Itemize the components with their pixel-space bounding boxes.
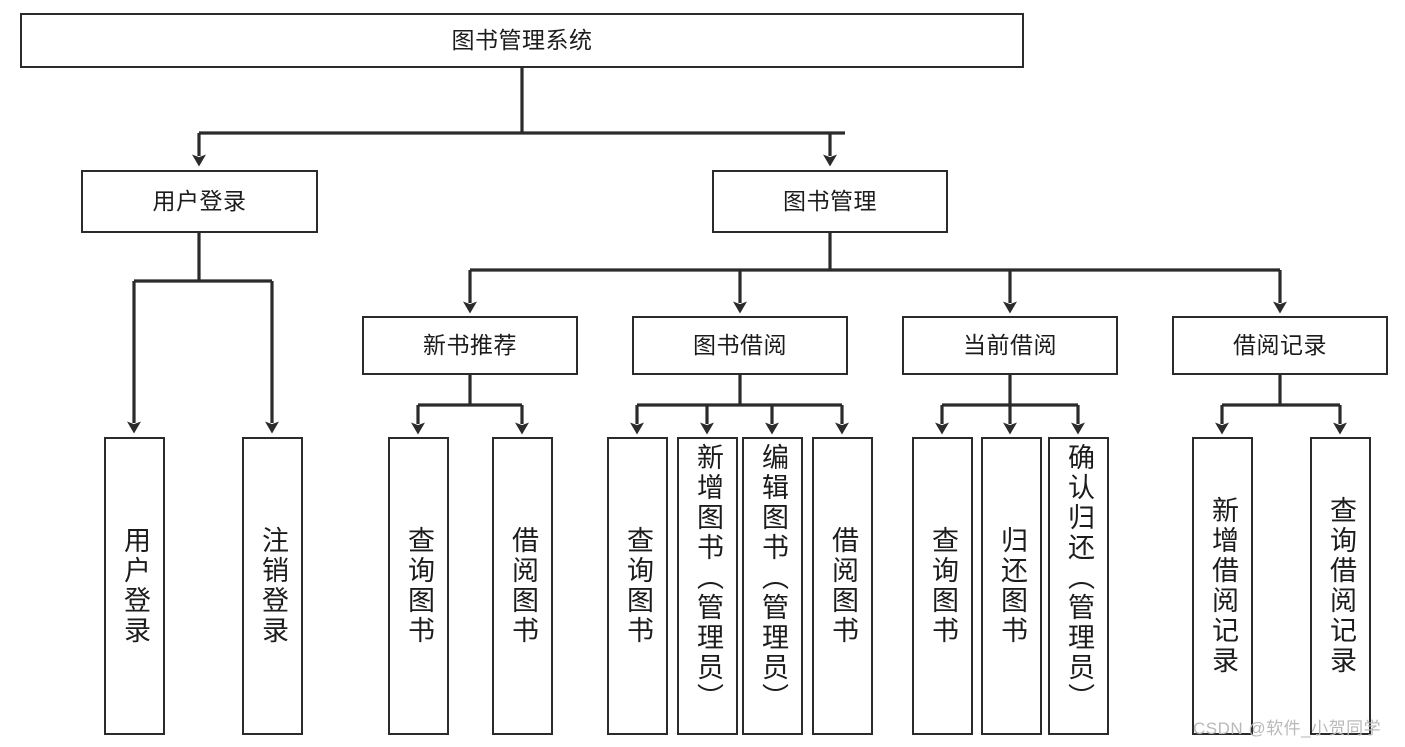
node-book-manage[interactable]: 图书管理 <box>712 170 948 233</box>
node-leaf-add-record[interactable]: 新增借阅记录 <box>1192 437 1253 735</box>
node-borrow-record[interactable]: 借阅记录 <box>1172 316 1388 375</box>
node-current-borrow-label: 当前借阅 <box>963 332 1057 359</box>
node-leaf-borrow-book-2-label: 借阅图书 <box>828 526 858 646</box>
node-leaf-add-record-label: 新增借阅记录 <box>1208 496 1238 676</box>
node-leaf-query-record-label: 查询借阅记录 <box>1326 496 1356 676</box>
node-leaf-borrow-book-1[interactable]: 借阅图书 <box>492 437 553 735</box>
node-leaf-user-login-label: 用户登录 <box>120 526 150 646</box>
node-user-login-label: 用户登录 <box>152 188 247 215</box>
node-leaf-query-book-1[interactable]: 查询图书 <box>388 437 449 735</box>
node-leaf-confirm-return-label: 确认归还（管理员） <box>1064 443 1094 713</box>
node-leaf-query-book-3-label: 查询图书 <box>928 526 958 646</box>
node-leaf-logout-label: 注销登录 <box>258 526 288 646</box>
node-book-manage-label: 图书管理 <box>783 188 877 215</box>
node-leaf-query-book-3[interactable]: 查询图书 <box>912 437 973 735</box>
csdn-watermark: CSDN @软件_小贺同学 <box>1193 719 1382 738</box>
node-new-book-rec-label: 新书推荐 <box>423 332 517 359</box>
node-leaf-query-book-2[interactable]: 查询图书 <box>607 437 668 735</box>
node-leaf-return-book[interactable]: 归还图书 <box>981 437 1042 735</box>
node-leaf-return-book-label: 归还图书 <box>997 526 1027 646</box>
node-book-borrow-label: 图书借阅 <box>693 332 787 359</box>
node-leaf-query-book-2-label: 查询图书 <box>623 526 653 646</box>
node-leaf-query-book-1-label: 查询图书 <box>404 526 434 646</box>
node-book-borrow[interactable]: 图书借阅 <box>632 316 848 375</box>
node-leaf-query-record[interactable]: 查询借阅记录 <box>1310 437 1371 735</box>
node-leaf-logout[interactable]: 注销登录 <box>242 437 303 735</box>
node-leaf-user-login[interactable]: 用户登录 <box>104 437 165 735</box>
node-new-book-rec[interactable]: 新书推荐 <box>362 316 578 375</box>
node-leaf-add-book[interactable]: 新增图书（管理员） <box>677 437 738 735</box>
node-leaf-edit-book[interactable]: 编辑图书（管理员） <box>742 437 803 735</box>
node-leaf-borrow-book-2[interactable]: 借阅图书 <box>812 437 873 735</box>
node-root[interactable]: 图书管理系统 <box>20 13 1024 68</box>
node-borrow-record-label: 借阅记录 <box>1233 332 1327 359</box>
node-leaf-edit-book-label: 编辑图书（管理员） <box>758 443 788 713</box>
node-current-borrow[interactable]: 当前借阅 <box>902 316 1118 375</box>
node-leaf-add-book-label: 新增图书（管理员） <box>693 443 723 713</box>
node-user-login[interactable]: 用户登录 <box>81 170 318 233</box>
node-leaf-borrow-book-1-label: 借阅图书 <box>508 526 538 646</box>
node-leaf-confirm-return[interactable]: 确认归还（管理员） <box>1048 437 1109 735</box>
node-root-label: 图书管理系统 <box>451 27 593 54</box>
